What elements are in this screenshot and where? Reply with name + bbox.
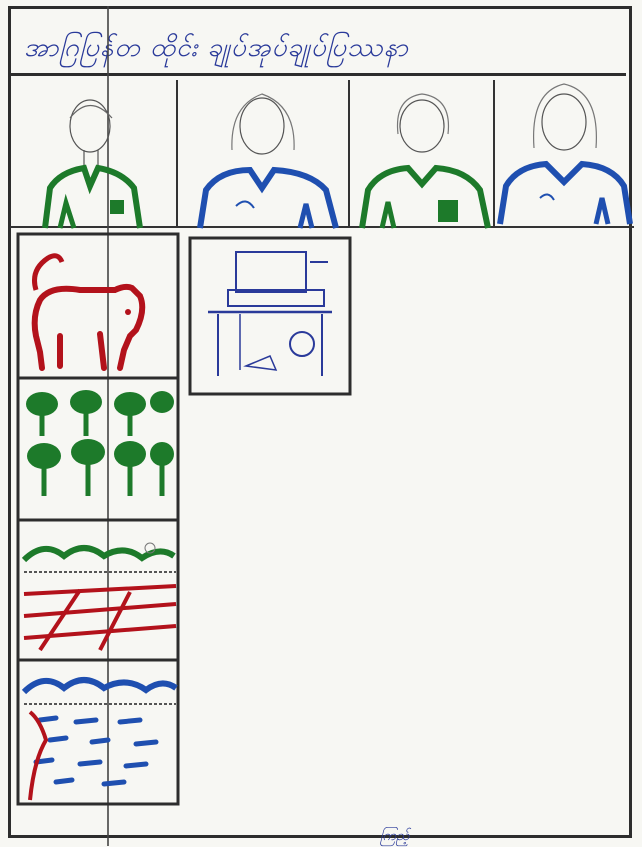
woman-green-shirt-icon	[45, 100, 140, 228]
cow-icon[interactable]	[35, 256, 143, 368]
woman-green-shirt-icon	[362, 94, 488, 228]
river-water-icon[interactable]	[24, 680, 176, 800]
woman-blue-shirt-icon	[500, 84, 630, 224]
footer-text-fragment: ကြည့်	[380, 826, 410, 847]
sewing-machine-icon[interactable]	[208, 252, 332, 376]
woman-blue-shirt-icon	[200, 94, 336, 228]
farmland-field-icon[interactable]	[24, 543, 176, 650]
forest-trees-icon[interactable]	[26, 390, 174, 496]
